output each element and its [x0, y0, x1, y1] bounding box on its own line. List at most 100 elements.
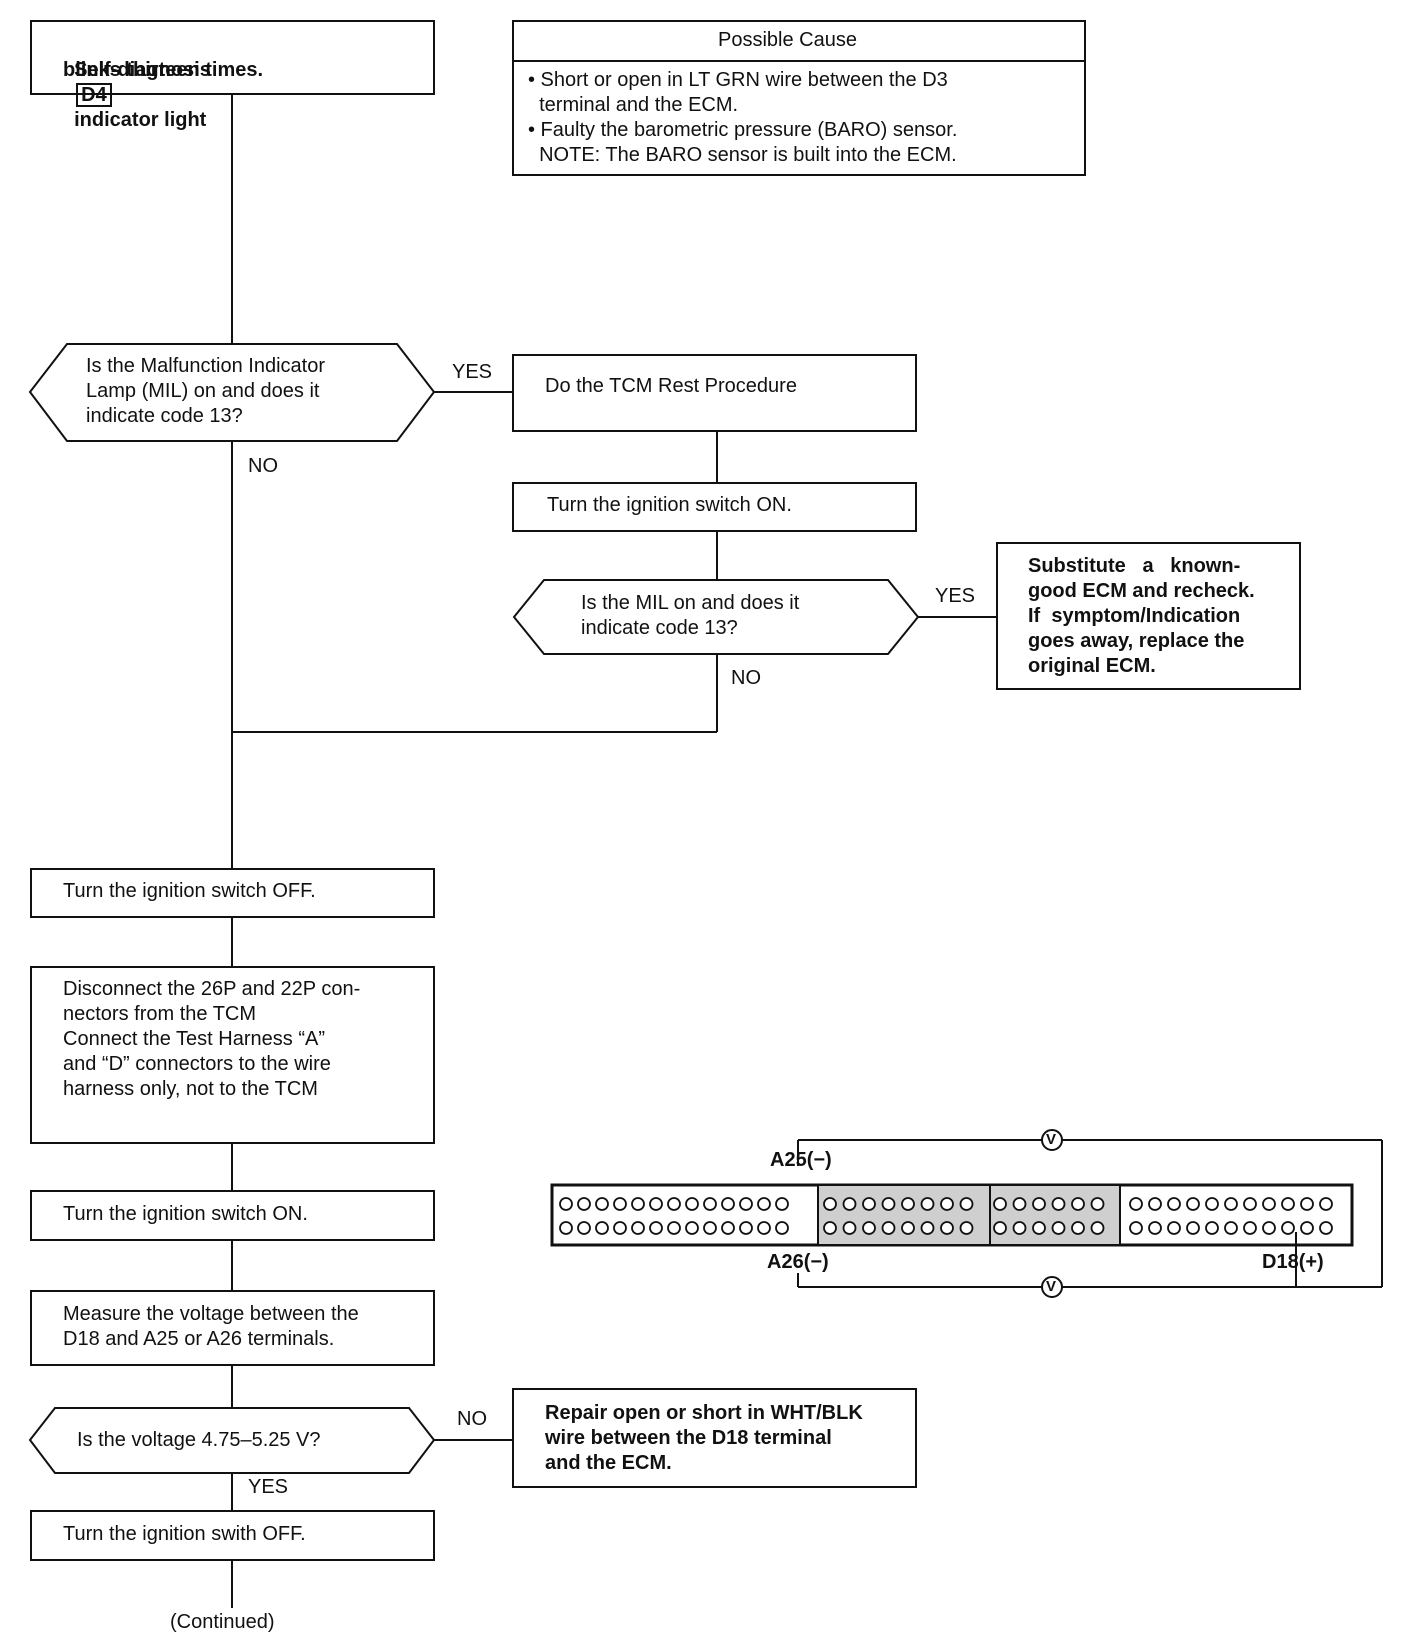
connector-pin: [1012, 1221, 1027, 1235]
decision-q1-shape: [28, 343, 436, 442]
ignition-on-text-2: Turn the ignition switch ON.: [63, 1203, 308, 1225]
connector-pin: [631, 1221, 645, 1235]
connector-pin: [703, 1197, 717, 1211]
connector-pin: [1148, 1197, 1162, 1211]
connector-pin: [1281, 1197, 1295, 1211]
connector-pin: [1051, 1221, 1066, 1235]
q2-line-1: Is the MIL on and does it: [581, 592, 800, 614]
connector-pin: [595, 1221, 609, 1235]
connector-pin: [993, 1221, 1007, 1235]
connector-pin: [1243, 1197, 1257, 1211]
connector-pin: [862, 1197, 876, 1211]
d4-indicator-badge: D4: [76, 83, 112, 107]
connector-pin: [823, 1221, 837, 1235]
connector-pin: [559, 1197, 573, 1211]
disconnect-line-3: Connect the Test Harness “A”: [63, 1028, 325, 1050]
connector-pin: [721, 1221, 735, 1235]
decision-shapes: [28, 343, 920, 1474]
connector-pin: [667, 1197, 681, 1211]
connector-pin: [940, 1197, 954, 1211]
connector-pin: [1090, 1197, 1105, 1211]
voltmeter-bottom-symbol: [1041, 1276, 1063, 1298]
connector-pin: [1300, 1221, 1314, 1235]
voltmeter-top-label: V: [1046, 1131, 1057, 1148]
connector-pins: [559, 1197, 1333, 1235]
connector-pin: [881, 1221, 896, 1235]
repair-line-3: and the ECM.: [545, 1452, 672, 1474]
connector-pin: [1262, 1221, 1276, 1235]
q3-no-label: NO: [457, 1408, 487, 1430]
connector-pin: [920, 1197, 935, 1211]
connector-pin: [862, 1221, 876, 1235]
connector-pin: [1129, 1221, 1143, 1235]
tcm-reset-text: Do the TCM Rest Procedure: [545, 375, 797, 397]
connector-label-a26: A26(−): [767, 1251, 829, 1273]
meter-wires: [797, 1139, 1383, 1288]
connector-pin: [823, 1197, 837, 1211]
repair-box: [512, 1388, 917, 1488]
connector-shaded-block-1: [817, 1184, 991, 1246]
repair-line-2: wire between the D18 terminal: [545, 1427, 832, 1449]
repair-line-1: Repair open or short in WHT/BLK: [545, 1402, 863, 1424]
connector-pin: [1032, 1197, 1046, 1211]
connector-pin: [1243, 1221, 1257, 1235]
flow-lines: [231, 94, 998, 1608]
measure-line-2: D18 and A25 or A26 terminals.: [63, 1328, 335, 1350]
disconnect-line-2: nectors from the TCM: [63, 1003, 257, 1025]
connector-pin: [1129, 1197, 1143, 1211]
ignition-on-box-1: [512, 482, 917, 532]
connector-pin: [1319, 1221, 1333, 1235]
connector-pin: [1300, 1197, 1314, 1211]
possible-cause-line-3: • Faulty the barometric pressure (BARO) …: [528, 119, 958, 141]
connector-pin: [577, 1197, 591, 1211]
q2-no-label: NO: [731, 667, 761, 689]
q2-yes-label: YES: [935, 585, 976, 607]
connector-pin: [842, 1221, 857, 1235]
connector-drawing: [550, 1129, 1383, 1298]
connector-pin: [1319, 1197, 1333, 1211]
voltmeter-bottom-label: V: [1046, 1278, 1057, 1295]
q3-yes-label: YES: [248, 1476, 289, 1498]
start-line-2: blinks thirteen times.: [63, 59, 264, 81]
disconnect-line-5: harness only, not to the TCM: [63, 1078, 318, 1100]
connector-pin: [1167, 1221, 1181, 1235]
connector-pin: [1051, 1197, 1066, 1211]
connector-pin: [649, 1221, 663, 1235]
ignition-off-text-2: Turn the ignition swith OFF.: [63, 1523, 306, 1545]
connector-pin: [901, 1197, 915, 1211]
connector-pin: [739, 1197, 753, 1211]
connector-pin: [775, 1221, 789, 1235]
possible-cause-divider: [512, 60, 1086, 62]
possible-cause-line-2: terminal and the ECM.: [528, 94, 739, 116]
connector-pin: [775, 1197, 789, 1211]
connector-pin: [757, 1221, 771, 1235]
possible-cause-line-4: NOTE: The BARO sensor is built into the …: [528, 144, 957, 166]
possible-cause-title: Possible Cause: [718, 29, 857, 51]
connector-pin: [1186, 1197, 1200, 1211]
connector-pin: [901, 1221, 915, 1235]
connector-pin: [595, 1197, 609, 1211]
connector-pin: [1205, 1221, 1219, 1235]
connector-pin: [757, 1197, 771, 1211]
q1-line-2: Lamp (MIL) on and does it: [86, 380, 320, 402]
connector-pin: [649, 1197, 663, 1211]
voltmeter-top-symbol: [1041, 1129, 1063, 1151]
q1-yes-label: YES: [452, 361, 493, 383]
substitute-line-4: goes away, replace the: [1028, 630, 1245, 652]
connector-pin: [685, 1221, 699, 1235]
connector-pin: [631, 1197, 645, 1211]
possible-cause-box: [512, 20, 1086, 176]
q1-line-1: Is the Malfunction Indicator: [86, 355, 326, 377]
decision-q3-shape: [28, 1407, 436, 1474]
ignition-off-text-1: Turn the ignition switch OFF.: [63, 880, 316, 902]
ignition-off-box-1: [30, 868, 435, 918]
ignition-on-text-1: Turn the ignition switch ON.: [547, 494, 792, 516]
q3-text: Is the voltage 4.75–5.25 V?: [77, 1429, 321, 1451]
connector-pin: [577, 1221, 591, 1235]
tcm-reset-box: [512, 354, 917, 432]
connector-label-d18: D18(+): [1262, 1251, 1324, 1273]
connector-pin: [1224, 1221, 1238, 1235]
connector-pin: [721, 1197, 735, 1211]
connector-pin: [959, 1197, 974, 1211]
connector-pin: [1012, 1197, 1027, 1211]
